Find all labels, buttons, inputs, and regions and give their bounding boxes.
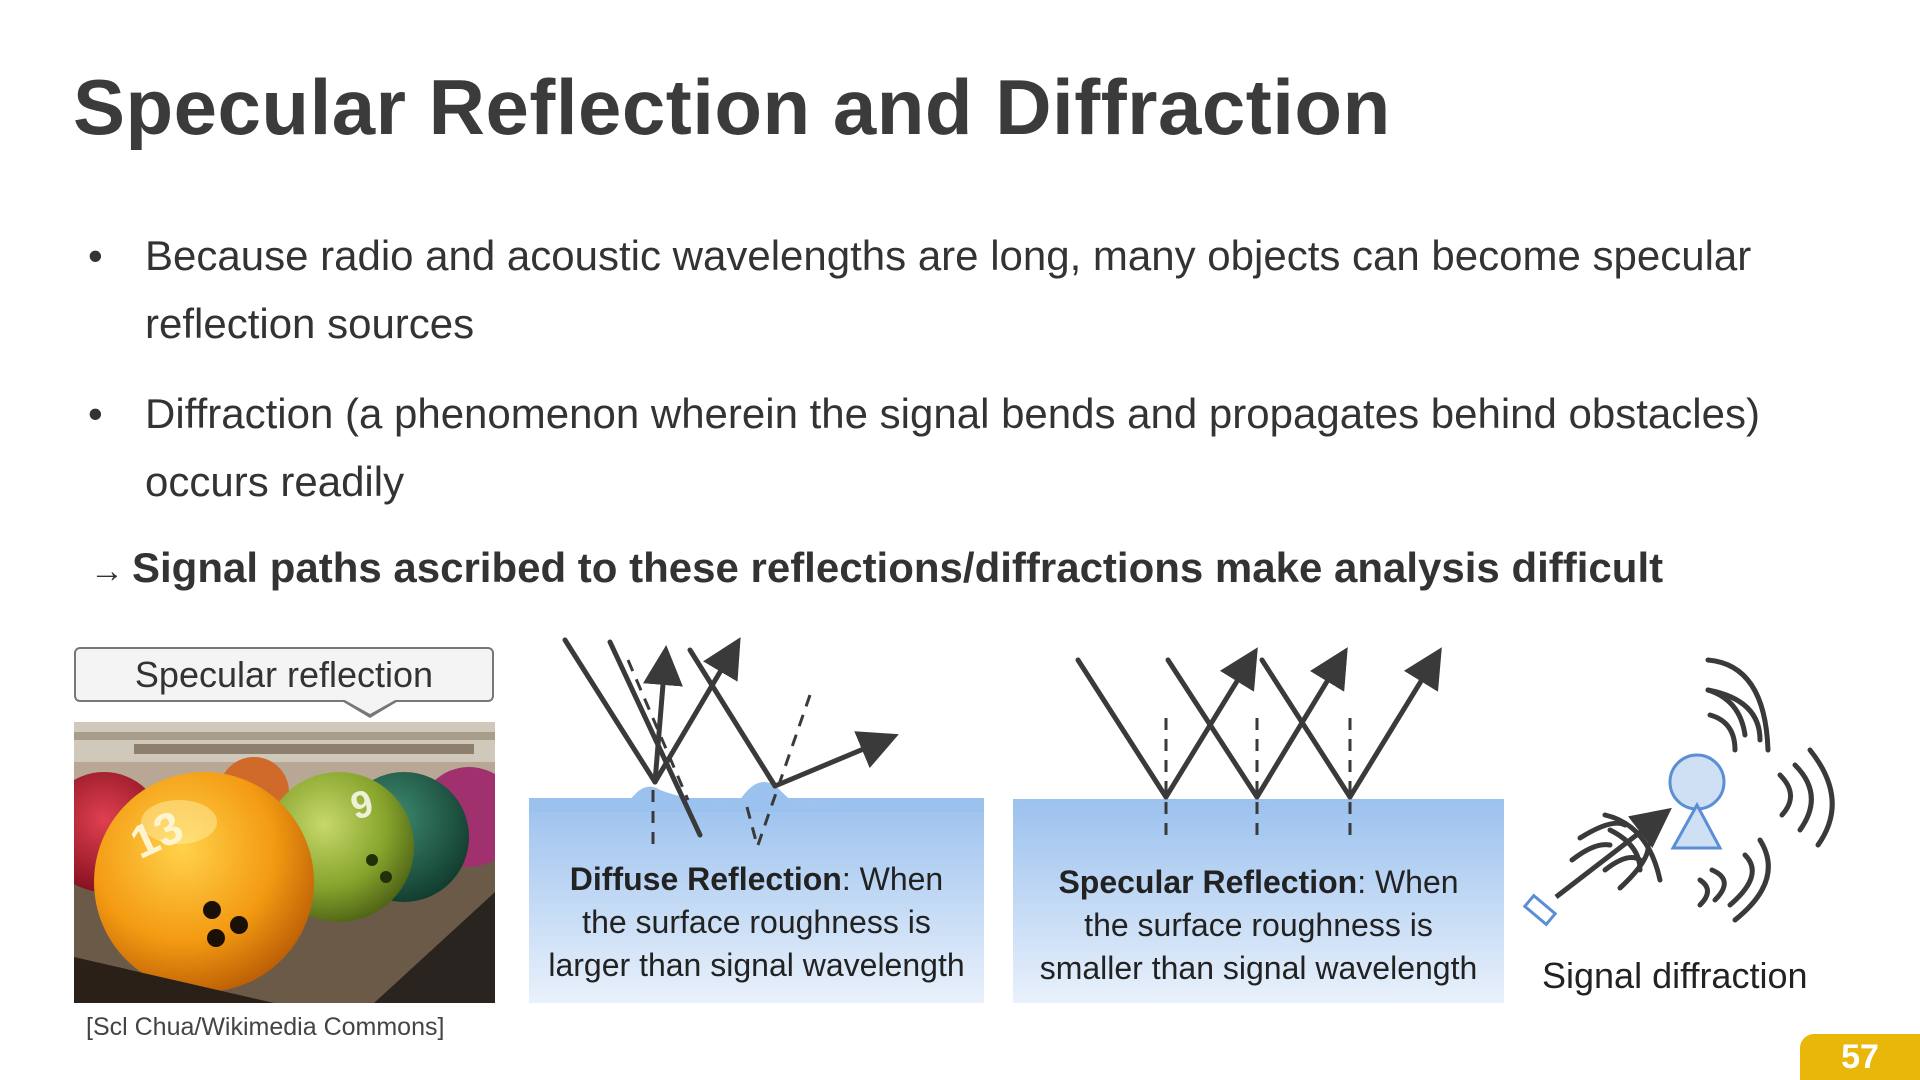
page-number-badge: 57 [1800,1034,1920,1080]
transmitter-icon [1525,896,1555,925]
person-icon [1670,755,1724,848]
rough-surface [529,782,984,812]
specular-normals [1166,718,1350,840]
signal-diffraction-caption: Signal diffraction [1542,955,1808,997]
